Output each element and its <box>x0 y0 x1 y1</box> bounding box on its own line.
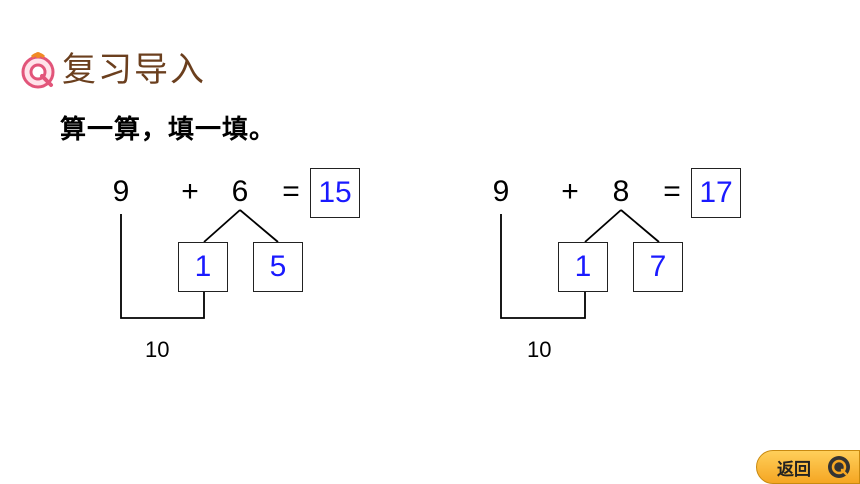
equals-sign: = <box>663 175 681 208</box>
part-box-2: 5 <box>253 242 303 292</box>
page-title: 复习导入 <box>62 50 206 90</box>
ten-label: 10 <box>527 337 552 362</box>
plus-sign: + <box>181 175 199 208</box>
q-logo-icon <box>21 52 55 89</box>
plus-sign: + <box>561 175 579 208</box>
addend-a: 9 <box>112 175 130 208</box>
addend-a: 9 <box>492 175 510 208</box>
back-q-icon <box>828 456 850 478</box>
part-box-2: 7 <box>633 242 683 292</box>
result-box: 17 <box>691 168 741 218</box>
back-button[interactable]: 返回 <box>756 450 860 484</box>
addend-b: 6 <box>231 175 249 208</box>
addend-b: 8 <box>612 175 630 208</box>
part-box-1: 1 <box>558 242 608 292</box>
instruction-text: 算一算，填一填。 <box>60 115 277 145</box>
ten-label: 10 <box>145 337 170 362</box>
equals-sign: = <box>282 175 300 208</box>
back-button-label: 返回 <box>777 459 811 480</box>
result-box: 15 <box>310 168 360 218</box>
part-box-1: 1 <box>178 242 228 292</box>
